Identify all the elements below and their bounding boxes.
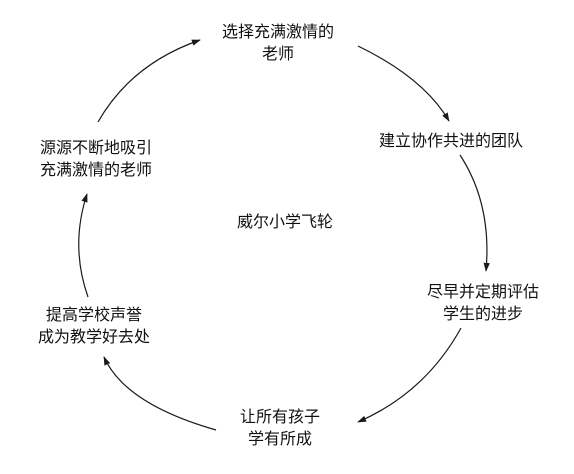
arrow-lmid-to-left	[78, 193, 89, 298]
node-every-child-succeeds: 让所有孩子 学有所成	[190, 406, 370, 450]
node-build-collaborative-team: 建立协作共进的团队	[352, 130, 550, 152]
arrow-right-to-rlow	[459, 154, 490, 272]
node-line: 学生的进步	[442, 304, 523, 323]
arrow-bottom-to-lmid	[103, 356, 217, 431]
node-line: 尽早并定期评估	[426, 282, 539, 301]
center-label: 威尔小学飞轮	[215, 211, 355, 233]
node-line: 提高学校声誉	[45, 305, 142, 324]
arrow-top-to-right	[357, 45, 450, 122]
node-line: 成为教学好去处	[37, 327, 150, 346]
node-line: 选择充满激情的	[221, 22, 334, 41]
node-attract-passionate-teachers: 源源不断地吸引 充满激情的老师	[12, 137, 180, 181]
arrow-rlow-to-bottom	[357, 327, 462, 423]
node-line: 源源不断地吸引	[39, 138, 152, 157]
node-line: 建立协作共进的团队	[378, 131, 523, 150]
node-line: 让所有孩子	[239, 407, 320, 426]
node-line: 充满激情的老师	[39, 160, 152, 179]
node-line: 老师	[261, 44, 294, 63]
node-line: 学有所成	[247, 429, 312, 448]
center-label-text: 威尔小学飞轮	[236, 212, 333, 231]
node-select-passionate-teachers: 选择充满激情的 老师	[190, 21, 366, 65]
node-assess-student-progress: 尽早并定期评估 学生的进步	[398, 281, 568, 325]
node-raise-school-reputation: 提高学校声誉 成为教学好去处	[14, 304, 174, 348]
arrow-left-to-top	[97, 39, 201, 123]
